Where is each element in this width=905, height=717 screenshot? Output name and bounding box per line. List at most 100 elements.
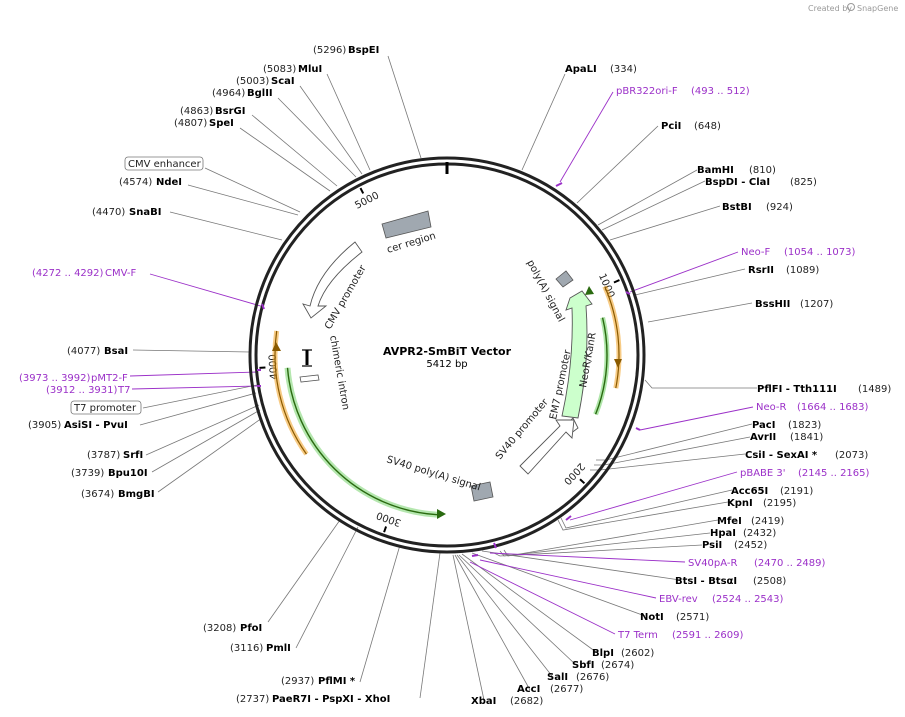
site-pos-mlui: (5083): [263, 64, 296, 75]
site-pos-spei: (4807): [174, 118, 207, 129]
leader-rsrii: [634, 268, 746, 296]
leader-bsshii: [647, 302, 753, 323]
primer-range-sv40pa: (2470 .. 2489): [754, 558, 826, 569]
site-name-apali: ApaLI: [565, 64, 597, 75]
leader-acci: [454, 554, 531, 691]
primer-range-t7: (3912 .. 3931): [46, 385, 118, 396]
cmv-promoter-feature: [302, 241, 363, 319]
leader-bglii: [277, 97, 357, 178]
site-name-asisi: AsiSI - PvuI: [64, 420, 128, 431]
leader-pcii: [576, 125, 659, 204]
site-name-ndei: NdeI: [156, 177, 182, 188]
site-name-mlui: MluI: [298, 64, 322, 75]
leader-bsai: [132, 349, 251, 353]
primer-range-neo-r: (1664 .. 1683): [797, 402, 869, 413]
primer-name-t7term: T7 Term: [617, 630, 658, 641]
site-pos-bspdi: (825): [790, 177, 817, 188]
leader-kpni: [557, 501, 729, 531]
primer-name-neo-r: Neo-R: [756, 402, 787, 413]
site-name-scai: ScaI: [271, 76, 295, 87]
site-name-btsi: BtsI - BtsαI: [675, 576, 737, 587]
site-pos-scai: (5003): [236, 76, 269, 87]
site-pos-pflfi: (1489): [858, 384, 891, 395]
site-name-sbfi: SbfI: [572, 660, 594, 671]
t7-promoter-box: [70, 400, 142, 415]
primer-name-t7: T7: [117, 385, 130, 396]
tick-mark: [579, 478, 586, 485]
leader-psii: [493, 544, 703, 557]
leader-pflfi: [644, 379, 757, 389]
primer-range-cmv-f: (4272 .. 4292): [32, 268, 104, 279]
site-name-pflfi: PflFI - Tth111I: [757, 384, 837, 395]
site-name-pfoi: PfoI: [240, 623, 262, 634]
site-pos-noti: (2571): [676, 612, 709, 623]
site-pos-hpai: (2432): [743, 528, 776, 539]
polya-signal-feature: [555, 270, 574, 288]
site-leader-lines: [132, 55, 757, 701]
site-pos-bmgbi: (3674): [81, 489, 114, 500]
site-pos-bstbi: (924): [766, 202, 793, 213]
primer-range-pmt2: (3973 .. 3992): [19, 373, 91, 384]
chimeric-intron-label: chimeric intron: [327, 335, 351, 411]
sv40-polya-feature: [470, 481, 494, 502]
site-pos-sbfi: (2674): [601, 660, 634, 671]
leader-sali: [456, 554, 553, 677]
primer-name-neo-f: Neo-F: [741, 247, 771, 258]
site-pos-sali: (2676): [576, 672, 609, 683]
site-pos-avrii: (1841): [790, 432, 823, 443]
site-pos-snabi: (4470): [92, 207, 125, 218]
credit-text: Created by: [808, 4, 852, 13]
tick-label-3000: 3000: [375, 509, 403, 528]
site-name-srfi: SrfI: [123, 450, 143, 461]
site-name-bsai: BsaI: [104, 346, 128, 357]
leader-blpi: [461, 553, 597, 653]
primer-marks: [257, 182, 641, 557]
site-name-acc65i: Acc65I: [731, 486, 768, 497]
map-title: AVPR2-SmBiT Vector: [383, 345, 512, 358]
snapgene-logo-icon: [847, 3, 855, 11]
primer-leader-cmv-f: [149, 273, 265, 308]
primer-name-sv40pa: SV40pA-R: [688, 558, 737, 569]
orf-left-green: [284, 367, 438, 518]
primer-mark-neo-f: [625, 291, 631, 295]
leader-acc65i: [560, 489, 733, 529]
leader-scai: [299, 85, 363, 175]
arrowhead-orange-left-icon: [272, 342, 281, 351]
orf-arrows: [272, 285, 622, 519]
leader-pfoi: [267, 519, 341, 623]
site-name-xhoi: PaeR7I - PspXI - XhoI: [272, 694, 390, 705]
leader-bspei: [387, 55, 422, 159]
site-name-hpai: HpaI: [710, 528, 736, 539]
site-labels-left: (5296) BspEI (5083) MluI (5003) ScaI (49…: [28, 45, 390, 705]
site-pos-acc65i: (2191): [780, 486, 813, 497]
polya-signal-label: poly(A) signal: [524, 258, 566, 324]
site-name-pcii: PciI: [661, 121, 681, 132]
leader-hpai: [499, 532, 711, 557]
tick-label-5000: 5000: [353, 190, 381, 211]
leader-btsi: [481, 550, 681, 581]
site-name-snabi: SnaBI: [129, 207, 161, 218]
primer-leader-t7term: [469, 561, 616, 635]
site-name-spei: SpeI: [209, 118, 234, 129]
leader-t7-promoter: [142, 384, 258, 409]
t7-promoter-label: T7 promoter: [73, 403, 137, 414]
leader-mfei: [503, 519, 719, 557]
leader-bsrgi: [251, 114, 338, 187]
primer-range-t7term: (2591 .. 2609): [672, 630, 744, 641]
orf-left-green-line: [286, 367, 438, 516]
site-name-bspei: BspEI: [348, 45, 379, 56]
site-pos-bsrgi: (4863): [180, 106, 213, 117]
site-name-bglii: BglII: [247, 88, 273, 99]
leader-srfi: [145, 404, 260, 456]
site-name-pmli: PmlI: [266, 643, 291, 654]
leader-xbai: [452, 554, 485, 701]
site-pos-bsai: (4077): [67, 346, 100, 357]
tick-mark: [613, 279, 620, 284]
site-pos-pmli: (3116): [230, 643, 263, 654]
site-name-noti: NotI: [640, 612, 664, 623]
primer-name-pmt2: pMT2-F: [91, 373, 128, 384]
leader-bpu10i: [151, 409, 261, 473]
site-name-xbai: XbaI: [471, 696, 496, 707]
leader-bamhi: [597, 169, 698, 226]
